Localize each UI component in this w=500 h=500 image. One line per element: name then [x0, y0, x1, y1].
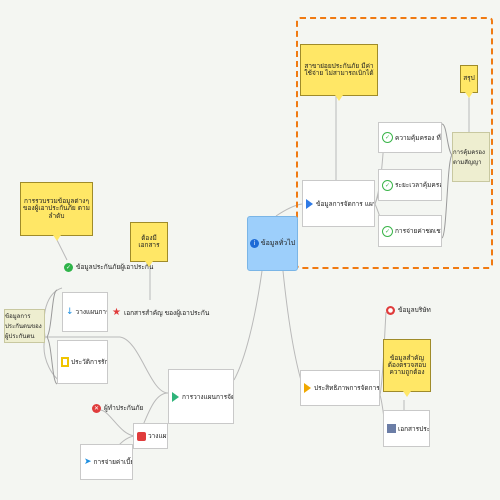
boundary-frame	[296, 17, 493, 269]
summary-coverage[interactable]: การคุ้มครองตามสัญญา	[452, 132, 490, 182]
item-insured-info[interactable]: ✓ ข้อมูลประกันภัยผู้เอาประกัน	[64, 262, 154, 272]
item-premium-payment[interactable]: ➤ การจ่ายค่าเบี้ยประกันภัย	[80, 444, 133, 480]
item-insurer[interactable]: ✕ ผู้ทำประกันภัย	[92, 403, 144, 413]
callout-collect-info: การรวบรวมข้อมูลต่างๆ ของผู้เอาประกันภัย …	[20, 182, 93, 241]
item-important-docs[interactable]: ★ เอกสารสำคัญ ของผู้เอาประกัน	[112, 307, 210, 318]
flag-icon	[172, 391, 179, 402]
item-plan-arrow[interactable]: ↓ วางแผนการ	[62, 292, 108, 332]
topic-insurance-efficiency[interactable]: ประสิทธิภาพการจัดการข้อมูลประกันภัย	[300, 370, 380, 406]
close-circle-icon: ✕	[92, 403, 101, 413]
star-icon: ★	[112, 307, 121, 318]
topic-insurance-management[interactable]: ข้อมูลการจัดการ แผนการประกันภัย	[302, 180, 375, 227]
callout-important: ข้อมูลสำคัญ ต้องตรวจสอบความถูกต้อง	[383, 339, 431, 397]
check-circle-icon: ✓	[382, 179, 393, 191]
check-circle-icon: ✓	[382, 132, 393, 143]
child-coverage[interactable]: ✓ ความคุ้มครอง ที่ต้องมี ค่ารักษาพยาบาล	[378, 122, 442, 153]
central-topic-label: ข้อมูลทั่วไป	[260, 239, 296, 247]
item-plan-pin[interactable]: วางแผน	[133, 423, 168, 449]
child-compensation[interactable]: ✓ การจ่ายค่าชดเชยเงินสดรายวัน ระยะเวลาจ่…	[378, 215, 442, 247]
document-icon	[387, 424, 396, 433]
callout-required-docs: ต้องมีเอกสาร	[130, 222, 168, 267]
item-medical-history[interactable]: ประวัติการรักษาพยาบาล	[57, 340, 108, 384]
flag-icon	[304, 383, 311, 393]
central-topic[interactable]: i ข้อมูลทั่วไป	[247, 216, 298, 271]
callout-summary: สรุป	[460, 65, 478, 98]
pin-icon	[137, 431, 146, 441]
item-company-info[interactable]: ● ข้อมูลบริษัท	[386, 305, 431, 315]
child-period[interactable]: ✓ ระยะเวลาคุ้มครองของกรมธรรม์	[378, 169, 442, 201]
info-icon: i	[249, 239, 259, 248]
note-icon	[61, 357, 69, 367]
check-circle-icon: ✓	[382, 225, 393, 237]
summary-insured-self[interactable]: ข้อมูลการประกันตนของผู้ประกันตน	[4, 309, 45, 343]
flag-icon	[306, 198, 313, 209]
record-icon: ●	[386, 305, 395, 315]
arrow-down-icon: ↓	[66, 307, 74, 317]
tag-icon: ➤	[84, 457, 92, 467]
item-claim-docs[interactable]: เอกสารประกอบการเคลม	[383, 410, 430, 447]
callout-insurance-note: สาขาย่อยประกันภัย มีค่าใช้จ่าย ไม่สามารถ…	[300, 44, 378, 101]
topic-label: ข้อมูลการจัดการ แผนการประกันภัย	[316, 199, 374, 208]
check-circle-icon: ✓	[64, 262, 73, 272]
topic-insurance-planning[interactable]: การวางแผนการจัดการเรื่องการประกันภัย	[168, 369, 234, 424]
